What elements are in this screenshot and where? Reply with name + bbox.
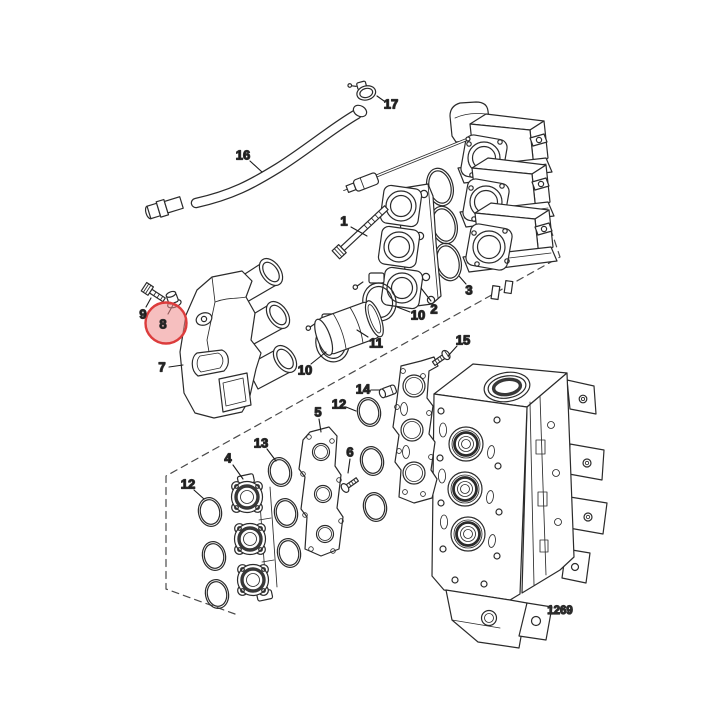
callout-10-leader bbox=[396, 306, 411, 313]
callout-1-label[interactable]: 1 bbox=[340, 213, 348, 229]
adapter-port bbox=[379, 184, 423, 228]
screw-9 bbox=[140, 281, 166, 303]
combustion-bores bbox=[447, 426, 486, 552]
head-foot bbox=[445, 589, 553, 649]
o-ring bbox=[195, 494, 225, 530]
o-ring bbox=[274, 535, 304, 571]
exhaust-cover-plate bbox=[392, 356, 439, 504]
throttle-cable bbox=[343, 136, 471, 194]
callout-7-label[interactable]: 7 bbox=[158, 359, 166, 375]
exhaust-hose bbox=[314, 300, 384, 356]
part-highlight-circle[interactable] bbox=[144, 301, 188, 345]
callout-3-label[interactable]: 3 bbox=[465, 282, 473, 298]
callout-8-label[interactable]: 8 bbox=[159, 316, 167, 332]
o-ring bbox=[202, 576, 232, 612]
callout-16-leader bbox=[249, 160, 263, 173]
callout-16-label[interactable]: 16 bbox=[235, 147, 251, 163]
callout-11-leader bbox=[356, 329, 369, 338]
adapter-port bbox=[380, 266, 424, 310]
drawing-number: 1269 bbox=[547, 605, 573, 617]
o-ring bbox=[271, 495, 301, 531]
hose-fitting bbox=[144, 196, 184, 220]
callout-6-leader bbox=[347, 458, 351, 474]
adapter-plate bbox=[377, 183, 442, 310]
callout-12-label[interactable]: 12 bbox=[180, 476, 196, 492]
callout-15-label[interactable]: 15 bbox=[455, 332, 471, 348]
o-ring bbox=[357, 443, 387, 479]
callout-9-label[interactable]: 9 bbox=[139, 306, 147, 322]
hose-clamp-17 bbox=[347, 80, 377, 101]
callout-12-leader bbox=[193, 489, 205, 500]
screw-6 bbox=[340, 477, 360, 493]
callout-1-leader bbox=[350, 226, 368, 237]
adapter-port bbox=[377, 225, 421, 269]
callout-13-leader bbox=[266, 448, 277, 462]
mounting-bolt bbox=[331, 205, 389, 260]
callout-4-leader bbox=[232, 464, 244, 480]
callout-10-label[interactable]: 10 bbox=[410, 307, 426, 323]
intake-adapter bbox=[229, 473, 278, 602]
o-ring bbox=[265, 454, 295, 490]
carburetor-stack bbox=[449, 101, 558, 301]
callout-6-label[interactable]: 6 bbox=[346, 444, 354, 460]
exhaust-manifold bbox=[179, 257, 298, 419]
callout-3-leader bbox=[458, 275, 467, 285]
dashed-boundary bbox=[165, 205, 561, 615]
o-ring bbox=[360, 489, 390, 525]
callout-11-label[interactable]: 11 bbox=[369, 335, 384, 351]
callout-12-leader bbox=[345, 406, 357, 412]
callout-10-label[interactable]: 10 bbox=[297, 362, 313, 378]
callout-10-leader bbox=[310, 351, 327, 365]
callout-14-label[interactable]: 14 bbox=[355, 381, 371, 397]
callout-5-leader bbox=[318, 418, 322, 433]
callout-17-leader bbox=[376, 95, 385, 102]
callout-17-label[interactable]: 17 bbox=[383, 96, 399, 112]
callout-2-label[interactable]: 2 bbox=[430, 301, 438, 317]
callout-9-leader bbox=[145, 297, 152, 308]
callout-5-label[interactable]: 5 bbox=[314, 404, 322, 420]
water-hose bbox=[144, 104, 368, 220]
exhaust-gasket bbox=[298, 426, 344, 557]
cylinder-head bbox=[431, 363, 608, 649]
o-ring bbox=[354, 394, 384, 430]
callout-13-label[interactable]: 13 bbox=[253, 435, 269, 451]
callout-12-label[interactable]: 12 bbox=[331, 396, 347, 412]
dowel-pin bbox=[378, 384, 398, 399]
screw-15 bbox=[431, 349, 451, 367]
callout-15-leader bbox=[447, 345, 458, 357]
o-ring bbox=[199, 538, 229, 574]
callout-4-label[interactable]: 4 bbox=[224, 450, 233, 466]
callout-2-leader bbox=[420, 287, 432, 302]
callout-7-leader bbox=[168, 364, 184, 368]
